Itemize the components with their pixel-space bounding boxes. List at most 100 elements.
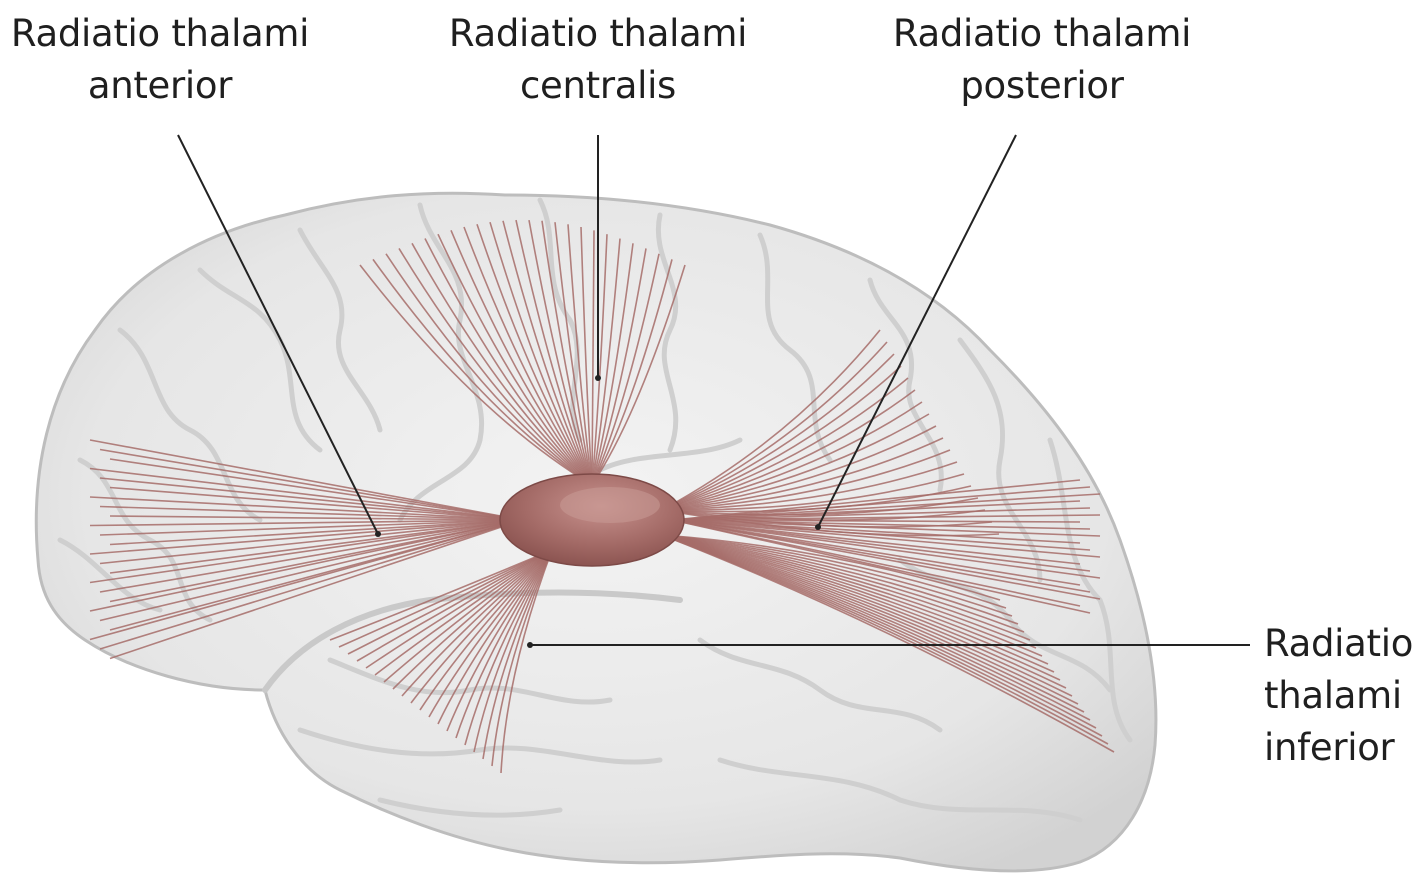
central-fiber — [591, 243, 634, 486]
inferior-fiber — [365, 549, 553, 669]
anterior-fiber — [89, 519, 523, 555]
posterior-upper-fiber — [661, 473, 965, 511]
central-fiber — [437, 233, 593, 486]
anterior-fiber — [89, 519, 523, 612]
anterior-fiber — [99, 519, 523, 622]
central-fiber — [591, 238, 621, 486]
posterior-mid-fiber — [671, 519, 1101, 600]
posterior-upper-fiber — [661, 341, 888, 511]
central-fiber — [411, 242, 593, 486]
posterior-mid-fiber — [671, 519, 1091, 530]
posterior-mid-fiber — [671, 479, 1081, 521]
posterior-upper-fiber — [661, 353, 895, 511]
inferior-fiber — [473, 549, 553, 753]
central-fiber — [424, 238, 593, 486]
label-posterior-line1: Radiatio thalami — [892, 12, 1192, 55]
posterior-upper-fiber — [661, 365, 902, 511]
anterior-fiber — [109, 486, 523, 521]
inferior-fiber — [500, 549, 553, 774]
inferior-fiber — [491, 549, 553, 767]
central-fiber — [463, 226, 593, 486]
central-fiber — [476, 224, 593, 486]
central-fiber — [450, 230, 593, 486]
anterior-fiber — [89, 519, 523, 641]
anterior-fiber — [89, 467, 523, 521]
central-fiber — [591, 230, 595, 486]
central-fiber — [502, 220, 593, 486]
anterior-fiber — [109, 519, 523, 546]
posterior-upper-fiber — [661, 425, 937, 511]
anterior-fiber — [109, 519, 523, 660]
central-fiber — [580, 226, 593, 486]
anterior-fiber — [89, 496, 523, 521]
posterior-lower-fiber — [661, 534, 1019, 625]
posterior-upper-fiber — [661, 449, 951, 511]
posterior-mid-fiber — [671, 514, 1101, 521]
posterior-mid-fiber — [671, 507, 1091, 521]
posterior-upper-fiber — [661, 389, 916, 511]
label-inferior-line3: inferior — [1264, 726, 1395, 769]
anterior-fiber — [99, 519, 523, 565]
inferior-fiber — [392, 549, 553, 690]
posterior-upper-fiber — [661, 413, 930, 511]
central-fiber — [515, 219, 593, 486]
posterior-mid-fiber — [671, 519, 1101, 558]
anterior-fiber — [99, 448, 523, 521]
posterior-lower-fiber — [661, 534, 1043, 657]
label-radiatio-thalami-posterior: Radiatio thalami posterior — [882, 8, 1202, 112]
central-fiber — [591, 253, 660, 486]
inferior-fiber — [455, 549, 553, 739]
inferior-fiber — [401, 549, 553, 697]
posterior-upper-fiber — [661, 401, 923, 511]
central-fiber — [591, 259, 673, 486]
leader-line-posterior — [817, 134, 1017, 528]
posterior-mid-fiber — [671, 519, 1101, 537]
central-fiber — [398, 248, 593, 486]
label-anterior-line2: anterior — [87, 64, 233, 107]
central-fiber — [372, 258, 593, 486]
central-fiber — [554, 222, 593, 486]
anterior-fiber — [99, 519, 523, 593]
posterior-lower-fiber — [661, 534, 1007, 609]
label-inferior-line1: Radiatio — [1264, 622, 1414, 665]
thalamic-radiation-fibers — [89, 219, 1115, 774]
label-radiatio-thalami-inferior: Radiatio thalami inferior — [1264, 618, 1420, 774]
label-inferior-line2: thalami — [1264, 674, 1402, 717]
posterior-mid-fiber — [671, 486, 1091, 521]
inferior-fiber — [428, 549, 553, 718]
posterior-lower-fiber — [661, 534, 1013, 617]
posterior-lower-fiber — [661, 534, 1115, 753]
posterior-upper-fiber — [661, 461, 958, 511]
posterior-mid-fiber — [671, 519, 1091, 551]
posterior-upper-fiber — [661, 377, 909, 511]
posterior-mid-fiber — [671, 500, 1081, 521]
inferior-fiber — [482, 549, 553, 760]
thalamus-icon — [499, 473, 685, 567]
central-fiber — [591, 248, 647, 486]
inferior-fiber — [410, 549, 553, 704]
inferior-fiber — [464, 549, 553, 746]
central-fiber — [591, 264, 686, 486]
central-fiber — [489, 221, 593, 486]
central-fiber — [385, 253, 593, 486]
anterior-fiber — [99, 519, 523, 536]
anterior-fiber — [109, 458, 523, 521]
leader-dots — [375, 375, 821, 648]
label-centralis-line1: Radiatio thalami — [448, 12, 748, 55]
inferior-fiber — [329, 549, 553, 641]
inferior-fiber — [446, 549, 553, 732]
central-fiber — [528, 219, 593, 486]
posterior-lower-fiber — [661, 534, 1049, 665]
inferior-fiber — [437, 549, 553, 725]
anterior-fiber — [99, 519, 523, 650]
leader-line-anterior — [177, 134, 379, 535]
posterior-mid-fiber — [671, 519, 1101, 579]
posterior-lower-fiber — [661, 534, 1031, 641]
label-anterior-line1: Radiatio thalami — [10, 12, 310, 55]
posterior-upper-fiber — [661, 509, 986, 521]
label-centralis-line2: centralis — [519, 64, 677, 107]
inferior-fiber — [356, 549, 553, 662]
posterior-mid-fiber — [671, 519, 1091, 614]
anterior-fiber — [109, 519, 523, 574]
